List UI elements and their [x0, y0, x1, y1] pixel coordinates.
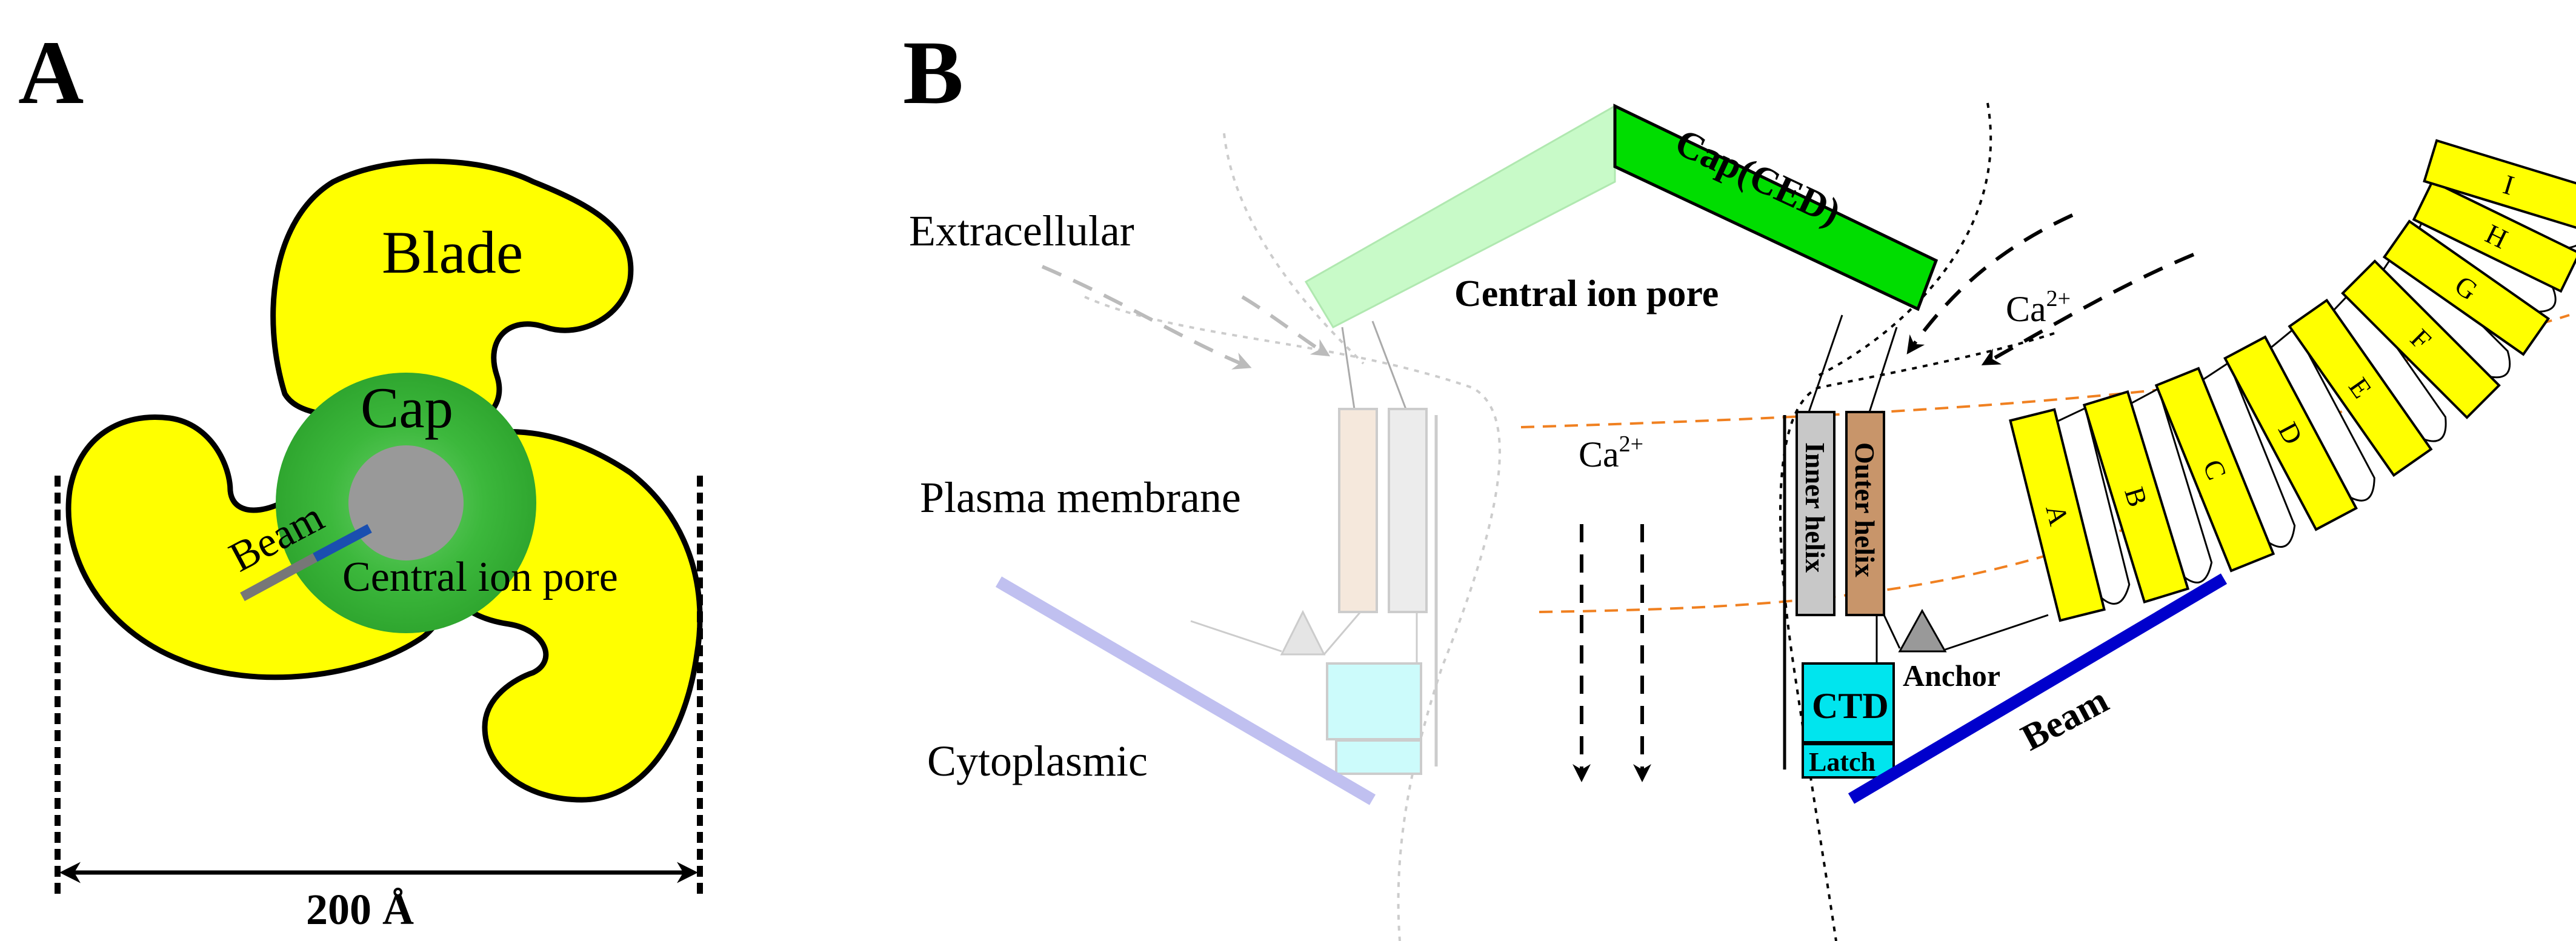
blade-linker	[2131, 387, 2213, 584]
beam-blue	[313, 524, 372, 562]
faded-left-unit	[995, 104, 1616, 805]
blade-linker	[2333, 286, 2447, 442]
extracellular-label: Extracellular	[909, 207, 1134, 255]
blade-unit-i: I	[2423, 139, 2576, 231]
blade-unit-rect	[2382, 219, 2551, 356]
blade-unit-rect	[2154, 367, 2275, 573]
latch	[1802, 743, 1895, 779]
pore-label-b: Central ion pore	[1454, 273, 1719, 314]
blade-unit-rect	[2288, 298, 2433, 477]
ion-arrow-right-1	[1906, 213, 2074, 354]
blade-unit-e: E	[2288, 286, 2447, 477]
membrane-label: Plasma membrane	[920, 473, 1241, 522]
inner-helix	[1796, 411, 1835, 616]
blade-unit-d: D	[2223, 327, 2375, 531]
anchor-faded	[1280, 610, 1326, 656]
beam	[1848, 573, 2228, 804]
ctd-faded	[1326, 662, 1422, 740]
ctd-label: CTD	[1812, 686, 1889, 726]
ion-arrow-left-2	[1241, 295, 1331, 357]
pore-label: Central ion pore	[342, 554, 618, 600]
panel-a-letter: A	[18, 22, 84, 123]
outer-helix	[1845, 411, 1885, 616]
latch-faded	[1335, 739, 1422, 775]
blade-unit-rect	[2082, 390, 2190, 604]
scale-label: 200 Å	[306, 885, 414, 934]
anchor-label: Anchor	[1903, 659, 2000, 693]
blade-linker	[2202, 361, 2296, 548]
ion-arrow-right-2	[1981, 253, 2195, 365]
panel-b-letter: B	[903, 22, 964, 123]
blade-linker	[2270, 327, 2375, 502]
ca-ion-outside: Ca2+	[2006, 286, 2071, 329]
ion-arrow-left-1	[1041, 265, 1252, 370]
cap-faded	[1304, 104, 1616, 328]
latch-label: Latch	[1809, 747, 1875, 777]
anchor	[1898, 608, 1947, 653]
membrane-contours	[1084, 102, 2055, 941]
inner-helix-label: Inner helix	[1800, 442, 1831, 573]
blade-linker	[2057, 407, 2131, 605]
ctd	[1802, 662, 1895, 743]
cap-label: Cap	[361, 376, 453, 440]
beam-faded	[995, 576, 1376, 805]
blade-unit-a: A	[2009, 407, 2131, 622]
cytoplasmic-label: Cytoplasmic	[927, 737, 1148, 785]
blade-unit-rect	[2341, 259, 2501, 419]
blade-unit-b: B	[2082, 387, 2213, 604]
blade-label: Blade	[382, 219, 523, 286]
cap-ced	[1613, 104, 1939, 311]
blade-unit-c: C	[2154, 361, 2296, 573]
outer-helix-label: Outer helix	[1849, 442, 1880, 577]
blade-unit-rect	[2223, 335, 2358, 531]
blade-unit-rect	[2423, 139, 2576, 231]
blade-unit-rect	[2412, 179, 2576, 293]
beam-gray	[240, 553, 318, 602]
central-pore	[348, 445, 464, 560]
inner-helix-faded	[1388, 408, 1428, 613]
blade-unit-rect	[2009, 408, 2106, 622]
ca-ion-inside: Ca2+	[1579, 431, 1643, 474]
outer-helix-faded	[1338, 408, 1378, 613]
